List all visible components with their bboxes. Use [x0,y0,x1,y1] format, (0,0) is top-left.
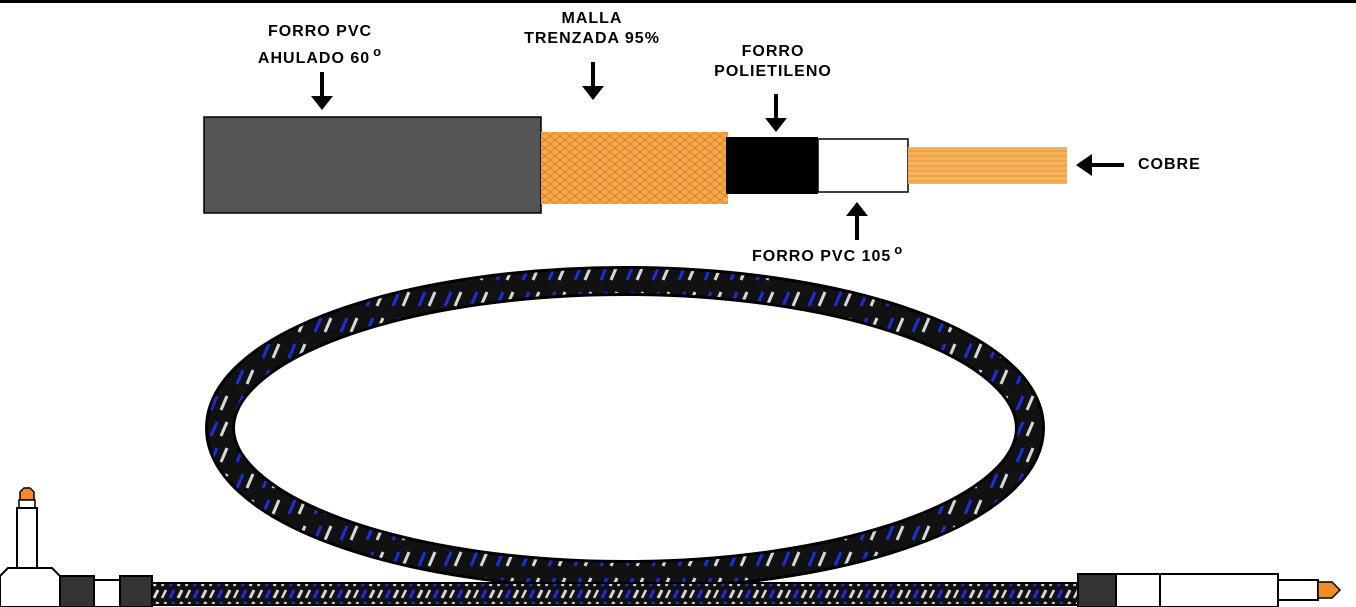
jack-plug-icon [1077,573,1342,607]
straight-cable [149,582,1081,606]
poly-label-line1: FORRO [741,43,805,60]
poly-label-line2: POLIETILENO [714,63,832,80]
degree-symbol: o [894,242,904,257]
coiled-cable-braid [208,269,1042,587]
up-arrow-icon [846,202,868,240]
top-border-rule [0,0,1356,3]
outer-pvc-jacket [203,116,542,214]
down-arrow-icon [582,62,604,100]
outer-pvc-label-line1: FORRO PVC [267,23,373,40]
poly-label: FORRO POLIETILENO [678,42,868,82]
mesh-label-line1: MALLA [561,10,623,27]
down-arrow-icon [311,72,333,110]
degree-symbol: o [373,44,383,59]
inner-pvc-label-text: FORRO PVC 105 [752,248,892,265]
inner-pvc-layer [817,138,909,193]
jack-plug-icon [0,487,153,607]
copper-label-text: COBRE [1138,156,1201,173]
copper-label: COBRE [1138,155,1201,175]
mesh-label-line2: TRENZADA 95% [524,30,660,47]
outer-pvc-label-line2: AHULADO 60 [257,50,371,67]
copper-strands [908,147,1067,184]
left-arrow-icon [1076,154,1124,176]
polyethylene-layer [726,137,818,194]
braided-mesh-layer [541,132,728,204]
down-arrow-icon [765,94,787,132]
mesh-label: MALLA TRENZADA 95% [482,9,702,49]
